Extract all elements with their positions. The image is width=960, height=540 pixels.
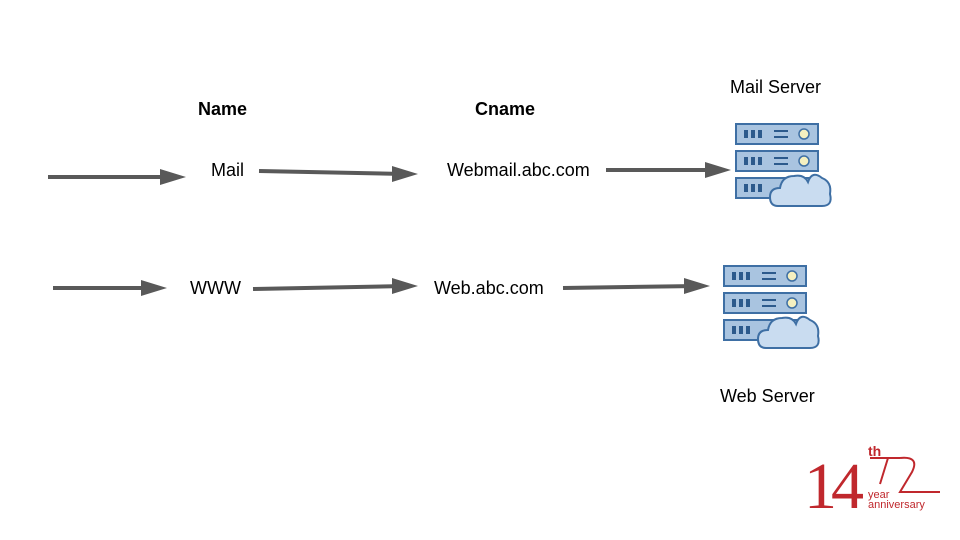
mail-server-cloud-icon <box>735 123 832 207</box>
name-column-header: Name <box>198 99 248 119</box>
cname-column-header: Cname <box>475 99 536 119</box>
logo-year: year <box>868 489 890 501</box>
logo-suffix: th <box>868 443 881 459</box>
web-server-label: Web Server <box>720 386 815 406</box>
mail-server-label: Mail Server <box>730 77 822 97</box>
anniversary-logo: 14 th year anniversary <box>804 443 940 516</box>
www-name-label: WWW <box>190 278 241 298</box>
arrowhead <box>392 278 418 294</box>
arrow-www-to-web <box>252 284 407 291</box>
arrowhead <box>392 166 418 182</box>
webmail-cname-label: Webmail.abc.com <box>447 160 590 180</box>
arrow-web-to-web-server <box>562 284 699 290</box>
arrowhead <box>684 278 710 294</box>
arrow-mail-to-webmail <box>258 169 406 176</box>
arrowhead <box>141 280 167 296</box>
web-server-cloud-icon <box>723 265 820 349</box>
arrowhead <box>160 169 186 185</box>
logo-number: 14 <box>804 450 863 516</box>
logo-anniversary: anniversary <box>868 499 925 511</box>
mail-name-label: Mail <box>211 160 245 180</box>
arrowhead <box>705 162 731 178</box>
web-cname-label: Web.abc.com <box>434 278 544 298</box>
